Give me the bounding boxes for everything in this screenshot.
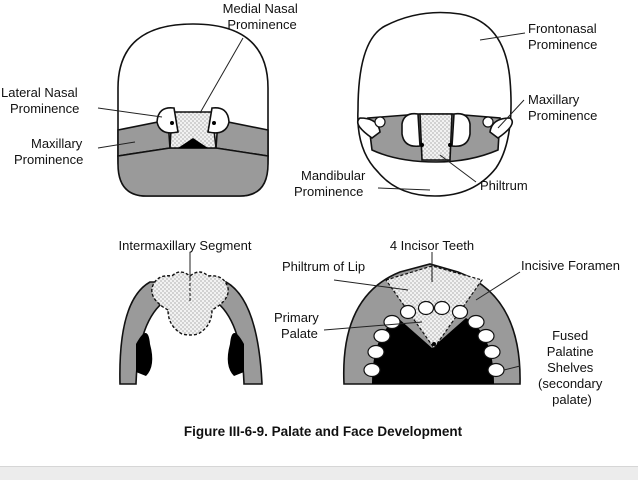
lateral-nasal-left <box>157 108 178 133</box>
fused-shelves-label: Fused Palatine Shelves (secondary palate… <box>538 328 606 407</box>
philtrum-lip-label: Philtrum of Lip <box>282 259 365 274</box>
tooth <box>435 302 450 315</box>
tooth <box>368 346 384 359</box>
panel-intermaxillary: Intermaxillary Segment <box>119 238 262 384</box>
nasal-pit-right <box>212 121 216 125</box>
incisor-teeth-label: 4 Incisor Teeth <box>390 238 474 253</box>
incisive-foramen-label: Incisive Foramen <box>521 258 620 273</box>
eye-left <box>375 117 385 127</box>
mandibular-label: Mandibular Prominence <box>294 168 369 199</box>
panel-definitive-palate: 4 Incisor Teeth Philtrum of Lip Incisive… <box>274 238 620 407</box>
panel-later-face: Frontonasal Prominence Maxillary Promine… <box>294 13 600 200</box>
tooth <box>484 346 500 359</box>
tooth <box>478 330 494 343</box>
philtrum-region <box>420 114 452 160</box>
incisive-foramen <box>432 342 436 346</box>
tooth <box>364 364 380 377</box>
philtrum-label: Philtrum <box>480 178 528 193</box>
tooth <box>468 316 484 329</box>
intermaxillary-segment <box>152 272 228 335</box>
lateral-nasal-right <box>208 108 229 133</box>
tooth <box>401 306 416 319</box>
tooth <box>384 316 400 329</box>
later-head-outline <box>358 13 511 197</box>
nasal-pit-left <box>170 121 174 125</box>
tooth <box>419 302 434 315</box>
primary-palate-label: Primary Palate <box>274 310 322 341</box>
tooth <box>453 306 468 319</box>
lateral-nasal-label: Lateral Nasal Prominence <box>1 85 81 116</box>
maxillary-label-right: Maxillary Prominence <box>528 92 597 123</box>
eye-right <box>483 117 493 127</box>
tooth <box>374 330 390 343</box>
nostril-right <box>452 114 470 147</box>
frontonasal-label: Frontonasal Prominence <box>528 21 600 52</box>
nostril-left <box>402 114 420 147</box>
intermaxillary-label: Intermaxillary Segment <box>119 238 252 253</box>
viewer-bottom-bar <box>0 466 638 480</box>
maxillary-label-left: Maxillary Prominence <box>14 136 86 167</box>
panel-early-face: Medial Nasal Prominence Lateral Nasal Pr… <box>1 1 301 196</box>
medial-nasal-label: Medial Nasal Prominence <box>223 1 302 32</box>
nasal-dot-left <box>420 143 424 147</box>
nasal-dot-right <box>448 143 452 147</box>
early-lower-band <box>118 148 268 196</box>
figure-caption: Figure III-6-9. Palate and Face Developm… <box>184 424 463 439</box>
tooth <box>488 364 504 377</box>
